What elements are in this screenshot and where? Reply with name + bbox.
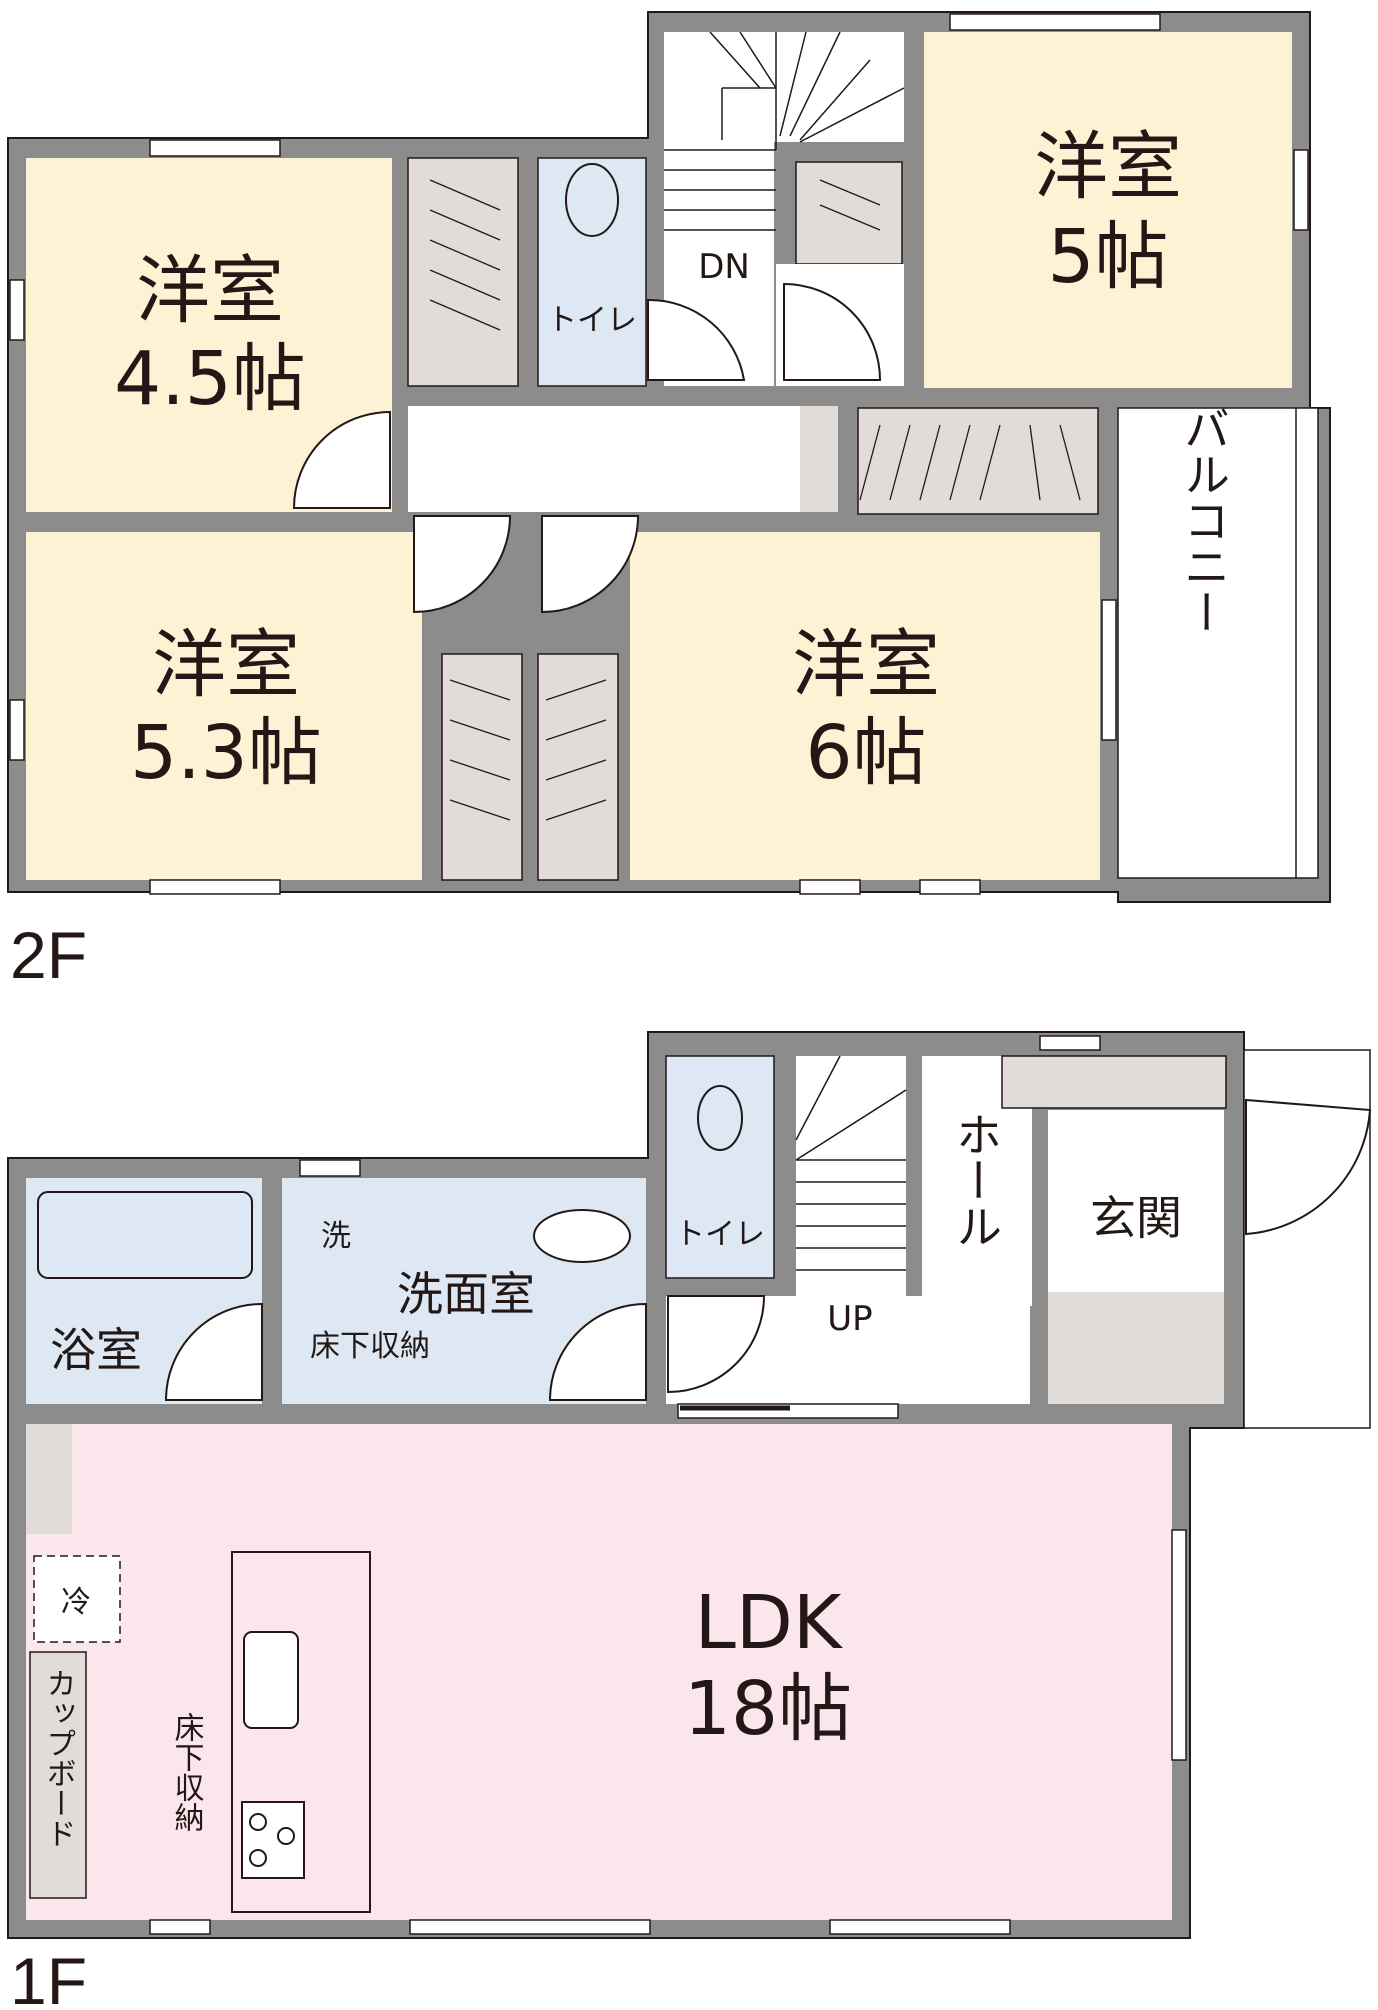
fridge-label: 冷 xyxy=(61,1585,91,1620)
toilet-bowl-icon-1f xyxy=(697,1085,743,1151)
washer-label: 洗 xyxy=(321,1219,351,1254)
first-floor-plan xyxy=(7,1031,1372,1939)
entrance-label: 玄関 xyxy=(1090,1191,1182,1245)
floor-label-2f: 2F xyxy=(10,918,87,992)
hall-label: ホール xyxy=(949,1111,1003,1249)
closet-5 xyxy=(795,161,903,265)
underfloor-storage-kitchen-label: 床下収納 xyxy=(169,1712,205,1832)
stove-icon xyxy=(241,1801,305,1879)
stairs-up-label: UP xyxy=(827,1299,872,1339)
room-5-size: 5帖 xyxy=(1047,214,1168,300)
bath-label: 浴室 xyxy=(50,1323,142,1377)
bathtub-icon xyxy=(37,1191,253,1279)
sink-icon xyxy=(533,1209,631,1263)
room-4-5-size: 4.5帖 xyxy=(114,336,306,422)
washroom-label: 洗面室 xyxy=(397,1267,535,1321)
room-6 xyxy=(630,532,1100,880)
room-5-3-name: 洋室 xyxy=(152,622,300,708)
toilet-1f-label: トイレ xyxy=(675,1217,765,1252)
balcony-label: バルコニー xyxy=(1177,405,1231,635)
room-6-name: 洋室 xyxy=(792,622,940,708)
room-4-5-name: 洋室 xyxy=(136,248,284,334)
room-5 xyxy=(924,32,1292,388)
ldk xyxy=(26,1424,1172,1920)
balcony xyxy=(1117,407,1319,879)
second-floor-plan xyxy=(7,11,1331,903)
ldk-size: 18帖 xyxy=(684,1666,852,1752)
cupboard-label: カップボード xyxy=(41,1668,76,1848)
toilet-2f-label: トイレ xyxy=(547,303,637,338)
labels: 洋室 4.5帖 洋室 5帖 洋室 5.3帖 洋室 6帖 トイレ DN バルコニー… xyxy=(10,124,1231,2010)
hallway-2f xyxy=(408,406,838,512)
room-5-3-size: 5.3帖 xyxy=(130,710,322,796)
stairs-dn-label: DN xyxy=(698,247,750,287)
kitchen-sink-icon xyxy=(243,1631,299,1729)
closet-6-side xyxy=(537,653,619,881)
stair-landing-2f xyxy=(664,32,904,142)
toilet-bowl-icon xyxy=(565,163,619,237)
closet-4-5 xyxy=(407,157,519,387)
room-5-name: 洋室 xyxy=(1034,124,1182,210)
closet-6-top xyxy=(857,407,1099,515)
underfloor-storage-wash-label: 床下収納 xyxy=(310,1329,430,1364)
fridge xyxy=(33,1555,121,1643)
ldk-name: LDK xyxy=(695,1580,844,1666)
room-6-size: 6帖 xyxy=(805,710,926,796)
floor-label-1f: 1F xyxy=(10,1944,87,2010)
room-5-3 xyxy=(26,532,422,880)
cupboard xyxy=(29,1651,87,1899)
closet-5-3 xyxy=(441,653,523,881)
stairs-2f xyxy=(664,31,905,231)
stairs-1f xyxy=(795,1055,907,1271)
